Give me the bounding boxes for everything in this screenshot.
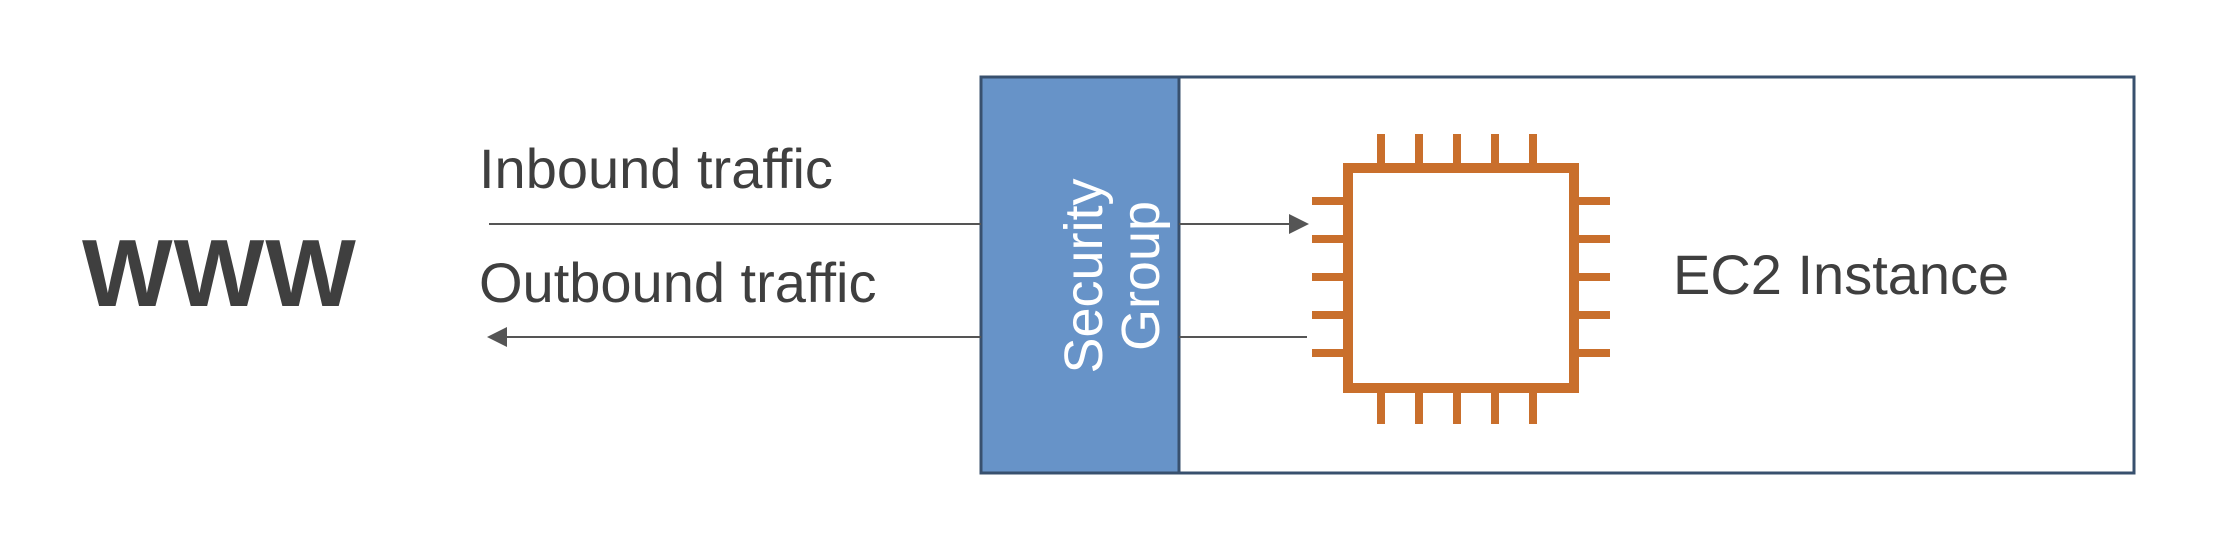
- outbound-traffic-label: Outbound traffic: [479, 251, 877, 314]
- www-label: WWW: [82, 220, 357, 327]
- inbound-traffic-label: Inbound traffic: [479, 137, 833, 200]
- ec2-instance-label: EC2 Instance: [1673, 243, 2010, 306]
- security-group-band: [979, 75, 1181, 475]
- chip-icon: [1312, 134, 1610, 424]
